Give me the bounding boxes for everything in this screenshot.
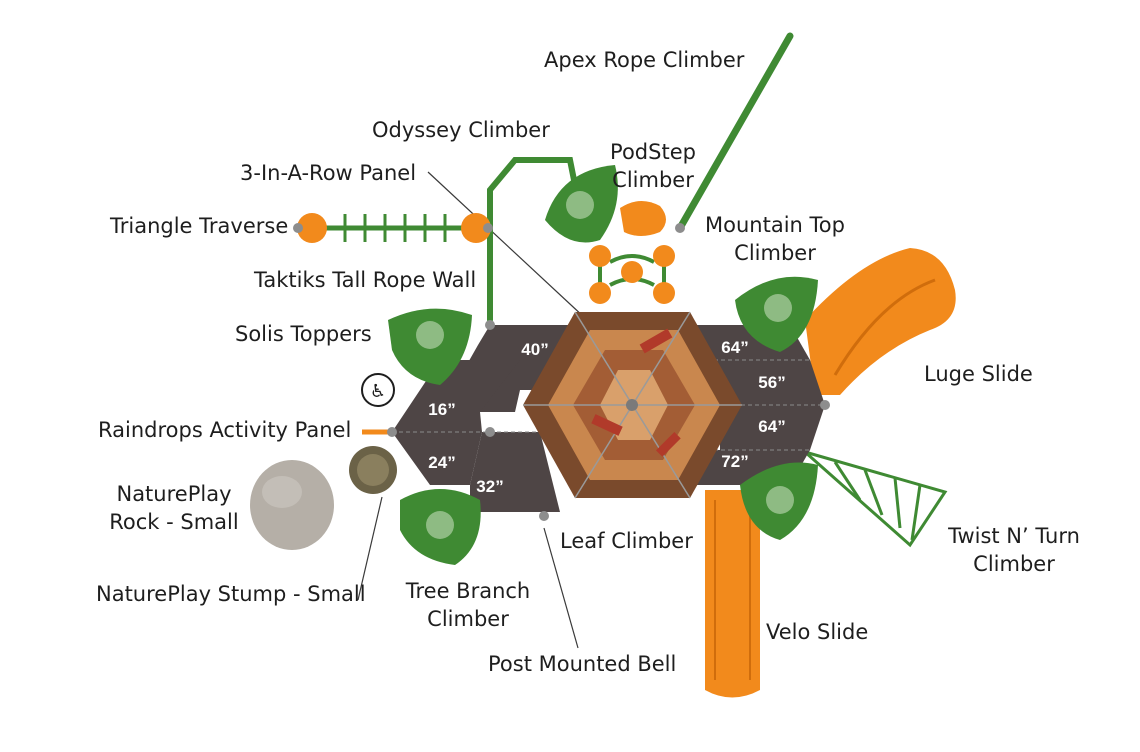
label-natureplay-stump: NaturePlay Stump - Small	[96, 582, 366, 606]
leaf-perforations	[416, 191, 794, 539]
label-podstep-climber-2: Climber	[612, 168, 694, 192]
central-hex-roof	[523, 311, 742, 499]
label-twist-n-turn-2: Climber	[973, 552, 1055, 576]
posts	[485, 320, 830, 521]
label-natureplay-rock-2: Rock - Small	[109, 510, 239, 534]
luge-slide	[805, 248, 956, 395]
label-solis-toppers: Solis Toppers	[235, 322, 372, 346]
deck-height-labels: 40” 16” 24” 32” 64” 56” 64” 72”	[428, 338, 785, 496]
label-odyssey-climber: Odyssey Climber	[372, 118, 550, 142]
odyssey-climber	[487, 157, 578, 323]
deck-height-16: 16”	[428, 400, 455, 419]
label-twist-n-turn-1: Twist N’ Turn	[948, 524, 1080, 548]
label-tree-branch-2: Climber	[427, 607, 509, 631]
label-tree-branch-1: Tree Branch	[405, 579, 531, 603]
podstep-climber	[589, 200, 685, 304]
raindrops-activity-panel	[362, 427, 397, 437]
label-natureplay-rock-1: NaturePlay	[116, 482, 232, 506]
deck-height-40: 40”	[521, 340, 548, 359]
deck-32	[470, 432, 560, 512]
label-mountain-top-climber-1: Mountain Top	[705, 213, 845, 237]
deck-height-64b: 64”	[758, 417, 785, 436]
deck-height-72: 72”	[721, 452, 748, 471]
svg-text:♿: ♿	[370, 381, 386, 402]
wheelchair-accessible-icon: ♿	[361, 373, 395, 407]
deck-height-64a: 64”	[721, 338, 748, 357]
triangle-traverse	[293, 213, 493, 243]
deck-height-24: 24”	[428, 453, 455, 472]
velo-slide	[705, 490, 760, 698]
label-apex-rope-climber: Apex Rope Climber	[544, 48, 745, 72]
deck-24	[392, 432, 482, 485]
label-taktiks-tall-rope-wall: Taktiks Tall Rope Wall	[254, 268, 477, 292]
label-mountain-top-climber-2: Climber	[734, 241, 816, 265]
deck-64b	[720, 405, 825, 450]
label-leaf-climber: Leaf Climber	[560, 529, 693, 553]
label-podstep-climber-1: PodStep	[610, 140, 696, 164]
label-luge-slide: Luge Slide	[924, 362, 1033, 386]
label-raindrops-activity-panel: Raindrops Activity Panel	[98, 418, 352, 442]
leader-lines	[357, 171, 586, 649]
deck-height-56: 56”	[758, 373, 785, 392]
deck-height-32: 32”	[476, 477, 503, 496]
apex-rope-climber	[676, 32, 794, 232]
label-triangle-traverse: Triangle Traverse	[110, 214, 289, 238]
label-velo-slide: Velo Slide	[766, 620, 869, 644]
post-mounted-bell	[539, 511, 549, 521]
deck-16	[392, 360, 520, 432]
label-3-in-a-row-panel: 3-In-A-Row Panel	[240, 161, 417, 185]
label-post-mounted-bell: Post Mounted Bell	[488, 652, 677, 676]
twist-n-turn-climber	[804, 450, 948, 548]
